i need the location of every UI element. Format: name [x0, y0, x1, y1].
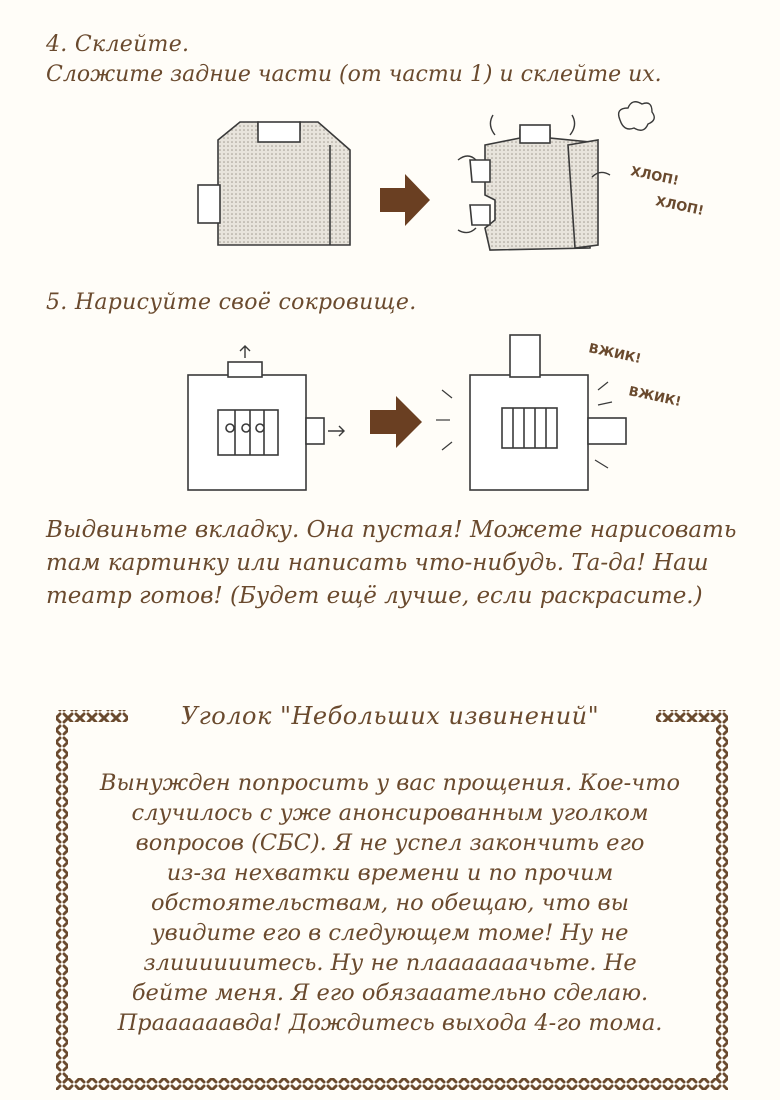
- corner-line: увидите его в следующем томе! Ну не: [151, 920, 629, 946]
- right-arrow-icon: [380, 174, 430, 226]
- explanation-paragraph: Выдвиньте вкладку. Она пустая! Можете на…: [46, 517, 737, 609]
- step-4-instruction: Сложите задние части (от части 1) и скле…: [46, 62, 662, 87]
- step-5-illustration: ВЖИК! ВЖИК!: [187, 334, 682, 491]
- corner-line: вопросов (СБС). Я не успел закончить его: [135, 830, 645, 856]
- folded-box-drawing: [469, 124, 599, 251]
- unfolded-box-drawing: [197, 121, 351, 246]
- corner-line: Вынужден попросить у вас прощения. Кое-ч…: [99, 770, 681, 796]
- step-4-illustration: ХЛОП! ХЛОП!: [197, 101, 705, 251]
- corner-line: Праааааавда! Дождитесь выхода 4-го тома.: [117, 1010, 663, 1036]
- fold-arrows-icon: [457, 114, 611, 234]
- motion-lines-icon: [436, 381, 613, 469]
- step-5-title: 5. Нарисуйте своё сокровище.: [46, 290, 417, 315]
- corner-title: Уголок "Небольших извинений": [180, 702, 600, 730]
- puff-cloud-icon: [617, 101, 655, 131]
- corner-line: злиииииитесь. Ну не плааааааачьте. Не: [143, 950, 637, 976]
- pull-arrows-icon: [239, 345, 345, 437]
- corner-line: случилось с уже анонсированным уголком: [131, 800, 649, 826]
- corner-line: из-за нехватки времени и по прочим: [166, 860, 614, 886]
- theater-box-before-drawing: [187, 361, 325, 491]
- step-4-title: 4. Склейте.: [46, 32, 190, 57]
- corner-body: Вынужден попросить у вас прощения. Кое-ч…: [80, 768, 700, 1038]
- sound-effect-3: ВЖИК!: [587, 341, 642, 367]
- right-arrow-icon-2: [370, 396, 422, 448]
- corner-border: [56, 710, 728, 1090]
- sound-effect-1: ХЛОП!: [629, 164, 680, 189]
- corner-line: обстоятельствам, но обещаю, что вы: [151, 890, 629, 916]
- corner-line: бейте меня. Я его обязааательно сделаю.: [131, 980, 649, 1006]
- sound-effect-4: ВЖИК!: [627, 384, 682, 410]
- theater-box-after-drawing: [469, 334, 627, 491]
- sound-effect-2: ХЛОП!: [654, 194, 705, 219]
